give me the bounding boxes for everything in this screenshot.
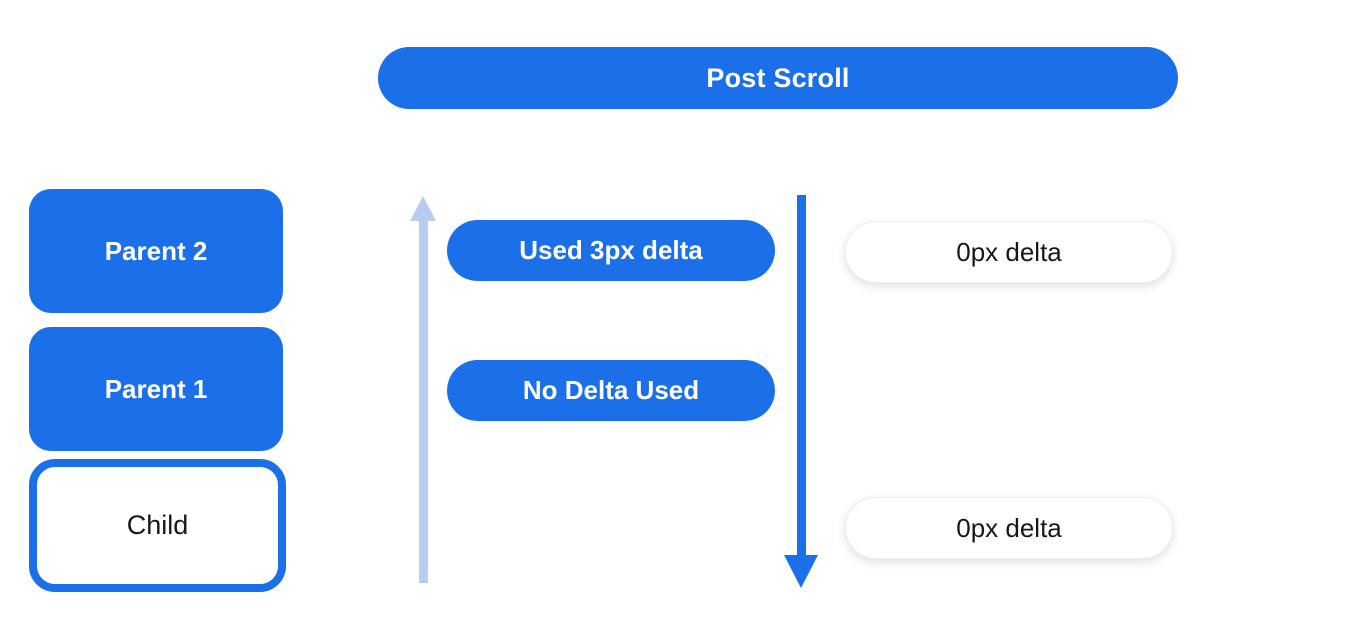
zero-px-delta-label-bottom: 0px delta	[956, 512, 1062, 543]
used-3px-delta-label: Used 3px delta	[519, 235, 703, 265]
zero-px-delta-label-top: 0px delta	[956, 236, 1062, 267]
down-arrow-shaft	[797, 195, 806, 557]
parent-2-label: Parent 2	[104, 235, 208, 266]
zero-px-delta-pill-top: 0px delta	[845, 221, 1173, 283]
no-delta-used-label: No Delta Used	[522, 375, 700, 405]
zero-px-delta-pill-bottom: 0px delta	[845, 497, 1173, 559]
child-box: Child	[29, 459, 286, 592]
child-label: Child	[126, 510, 189, 540]
down-arrow-head	[784, 555, 818, 588]
up-arrow-head	[410, 196, 436, 221]
post-scroll-banner: Post Scroll	[378, 47, 1178, 109]
parent-1-box: Parent 1	[29, 327, 283, 451]
used-3px-delta-pill: Used 3px delta	[447, 220, 775, 281]
parent-1-label: Parent 1	[104, 373, 208, 404]
up-arrow-shaft	[419, 218, 428, 583]
parent-2-box: Parent 2	[29, 189, 283, 313]
post-scroll-banner-label: Post Scroll	[706, 62, 850, 93]
no-delta-used-pill: No Delta Used	[447, 360, 775, 421]
